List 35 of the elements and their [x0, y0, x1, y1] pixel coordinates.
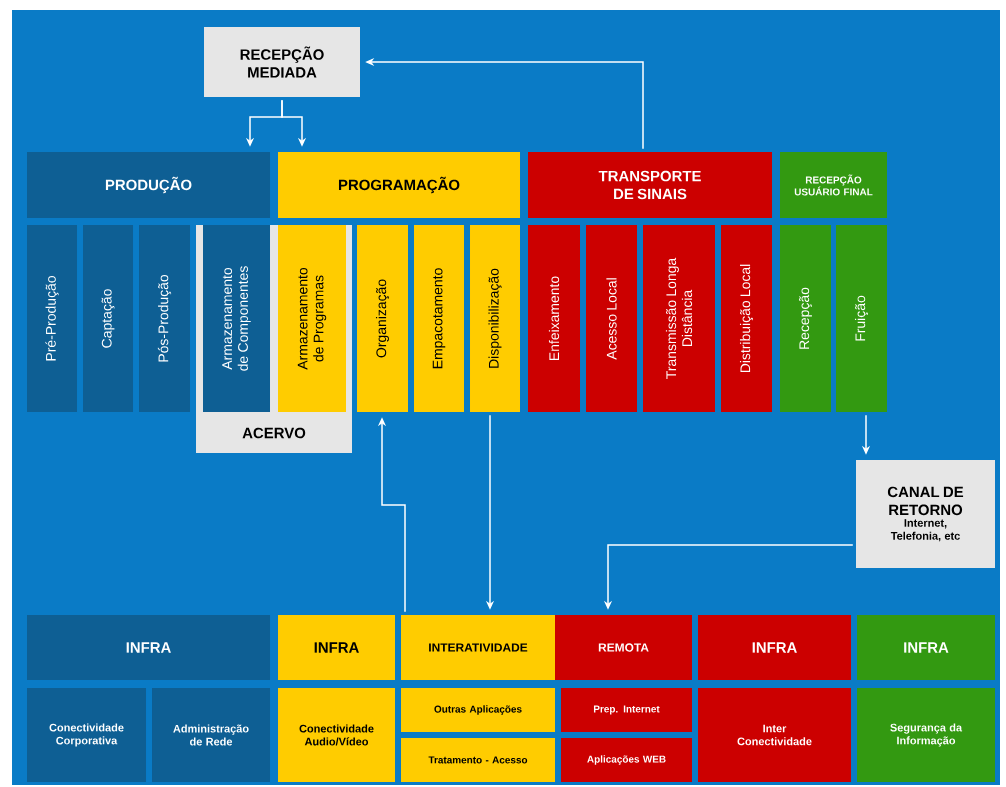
function-box: Conectividade Audio/Vídeo — [278, 688, 395, 782]
process-box: RECEPÇÃO MEDIADA — [204, 27, 360, 97]
step-box: Armazenamento de Programas — [278, 225, 346, 412]
infra-header: INFRA — [698, 615, 851, 680]
function-box: Outras Aplicações — [401, 688, 555, 732]
stage-header: RECEPÇÃO USUÁRIO FINAL — [780, 152, 887, 218]
step-box: Pós-Produção — [139, 225, 190, 412]
step-box: Enfeixamento — [528, 225, 580, 412]
infra-header: INFRA — [278, 615, 395, 680]
step-box: Recepção — [780, 225, 831, 412]
infra-header: INTERATIVIDADE — [401, 615, 555, 680]
step-box: Pré-Produção — [27, 225, 77, 412]
infra-header: INFRA — [27, 615, 270, 680]
process-box: CANAL DE RETORNO Internet, Telefonia, etc — [856, 460, 995, 568]
step-box: Empacotamento — [414, 225, 464, 412]
step-box: Armazenamento de Componentes — [203, 225, 270, 412]
function-box: Inter Conectividade — [698, 688, 851, 782]
stage-header: PROGRAMAÇÃO — [278, 152, 520, 218]
function-box: Aplicações WEB — [561, 738, 692, 782]
step-box: Organização — [357, 225, 408, 412]
step-box: Captação — [83, 225, 133, 412]
infra-header: INFRA — [857, 615, 995, 680]
step-box: Disponibilização — [470, 225, 520, 412]
stage-header: TRANSPORTE DE SINAIS — [528, 152, 772, 218]
step-box: Distribuição Local — [721, 225, 772, 412]
step-box: Acesso Local — [586, 225, 637, 412]
function-box: Conectividade Corporativa — [27, 688, 146, 782]
infra-header: REMOTA — [555, 615, 692, 680]
function-box: Tratamento - Acesso — [401, 738, 555, 782]
function-box: Segurança da Informação — [857, 688, 995, 782]
step-box: Fruição — [836, 225, 887, 412]
stage-header: PRODUÇÃO — [27, 152, 270, 218]
step-box: Transmissão Longa Distância — [643, 225, 715, 412]
function-box: Administração de Rede — [152, 688, 270, 782]
function-box: Prep. Internet — [561, 688, 692, 732]
